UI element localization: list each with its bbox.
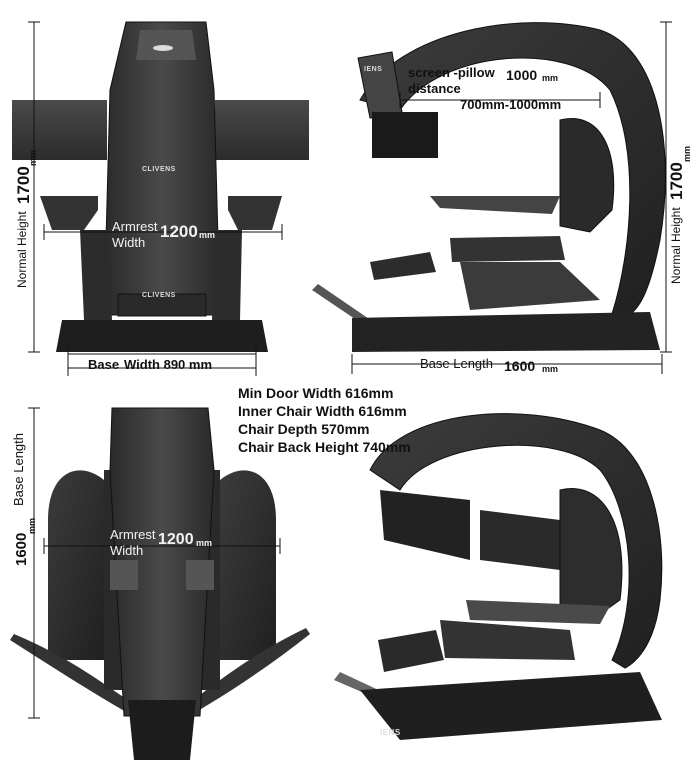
top-footrest xyxy=(128,700,196,760)
front-armrest-unit: mm xyxy=(199,230,216,240)
screen-pillow-range: 700mm-1000mm xyxy=(460,97,562,112)
top-canopy xyxy=(109,407,215,717)
side-logo: IENS xyxy=(364,66,383,73)
screen-pillow-unit: mm xyxy=(542,73,559,83)
top-left-control xyxy=(110,560,138,590)
spec-chair-depth: Chair Depth 570mm xyxy=(238,421,370,437)
base-width-value: Width 890 mm xyxy=(124,357,213,372)
front-base xyxy=(56,320,268,352)
side-legrest xyxy=(370,252,436,280)
top-armrest-label-2: Width xyxy=(110,543,144,558)
front-armrest-value: 1200 xyxy=(160,222,198,241)
persp-arc xyxy=(369,413,663,669)
spec-min-door-width: Min Door Width 616mm xyxy=(238,385,394,401)
side-seat xyxy=(450,236,565,262)
side-arc xyxy=(359,22,666,319)
base-width-label: Base xyxy=(88,357,120,372)
side-monitor xyxy=(372,112,438,158)
front-left-monitor xyxy=(12,100,107,160)
top-armrest-value: 1200 xyxy=(158,531,194,548)
top-view xyxy=(10,407,310,760)
top-base-length-unit: mm xyxy=(27,517,37,534)
top-armrest-unit: mm xyxy=(196,538,213,548)
side-seat-base xyxy=(460,262,600,310)
persp-monitor-right xyxy=(480,510,560,570)
top-dimension-lines xyxy=(28,407,281,719)
top-left-wing xyxy=(10,634,158,730)
side-base-length-unit: mm xyxy=(542,364,559,374)
front-canopy-light xyxy=(153,45,173,51)
front-view xyxy=(12,21,309,352)
front-left-armrest xyxy=(40,196,98,230)
side-base-length-label: Base Length xyxy=(420,356,494,371)
persp-base xyxy=(360,672,662,740)
front-right-armrest xyxy=(228,196,282,230)
persp-logo: IENS xyxy=(380,728,401,737)
top-right-shell xyxy=(220,470,276,660)
side-normal-height-value: 1700 xyxy=(667,162,686,200)
persp-backrest xyxy=(559,488,623,621)
spec-chair-back-height: Chair Back Height 740mm xyxy=(238,439,411,455)
side-base-length-value: 1600 xyxy=(504,358,536,374)
persp-seat xyxy=(440,620,575,660)
top-right-control xyxy=(186,560,214,590)
side-base xyxy=(352,312,660,352)
screen-pillow-label-1: screen -pillow xyxy=(408,65,495,80)
front-normal-height-value: 1700 xyxy=(14,166,33,204)
persp-monitor-left xyxy=(380,490,470,560)
front-dimension-lines xyxy=(28,21,283,376)
side-desk xyxy=(430,196,560,214)
front-right-support xyxy=(212,230,242,320)
screen-pillow-label-2: distance xyxy=(408,81,461,96)
front-canopy-top xyxy=(136,30,196,60)
front-normal-height-label: Normal Height xyxy=(15,211,29,288)
top-armrest-label-1: Armrest xyxy=(110,527,156,542)
front-armrest-label-1: Armrest xyxy=(112,219,158,234)
top-base-length-label: Base Length xyxy=(11,432,26,506)
spec-list: Min Door Width 616mm Inner Chair Width 6… xyxy=(238,384,411,456)
persp-desk xyxy=(466,600,610,624)
side-backrest xyxy=(559,118,615,233)
front-left-support xyxy=(80,230,112,320)
front-armrest-label-2: Width xyxy=(112,235,146,250)
side-view xyxy=(312,22,666,352)
front-seat-front xyxy=(117,293,207,317)
spec-inner-chair-width: Inner Chair Width 616mm xyxy=(238,403,407,419)
screen-pillow-value: 1000 xyxy=(506,67,538,83)
top-left-shell xyxy=(48,470,104,660)
top-base-length-value: 1600 xyxy=(13,532,30,566)
front-logo: CLIVENS xyxy=(142,166,176,173)
side-normal-height-unit: mm xyxy=(682,145,692,162)
perspective-view xyxy=(334,413,663,740)
persp-legrest xyxy=(378,630,444,672)
front-right-monitor xyxy=(215,100,309,160)
front-normal-height-unit: mm xyxy=(28,149,38,166)
side-normal-height-label: Normal Height xyxy=(669,207,683,284)
side-dimension-lines xyxy=(351,21,672,374)
front-base-logo: CLIVENS xyxy=(142,292,176,299)
